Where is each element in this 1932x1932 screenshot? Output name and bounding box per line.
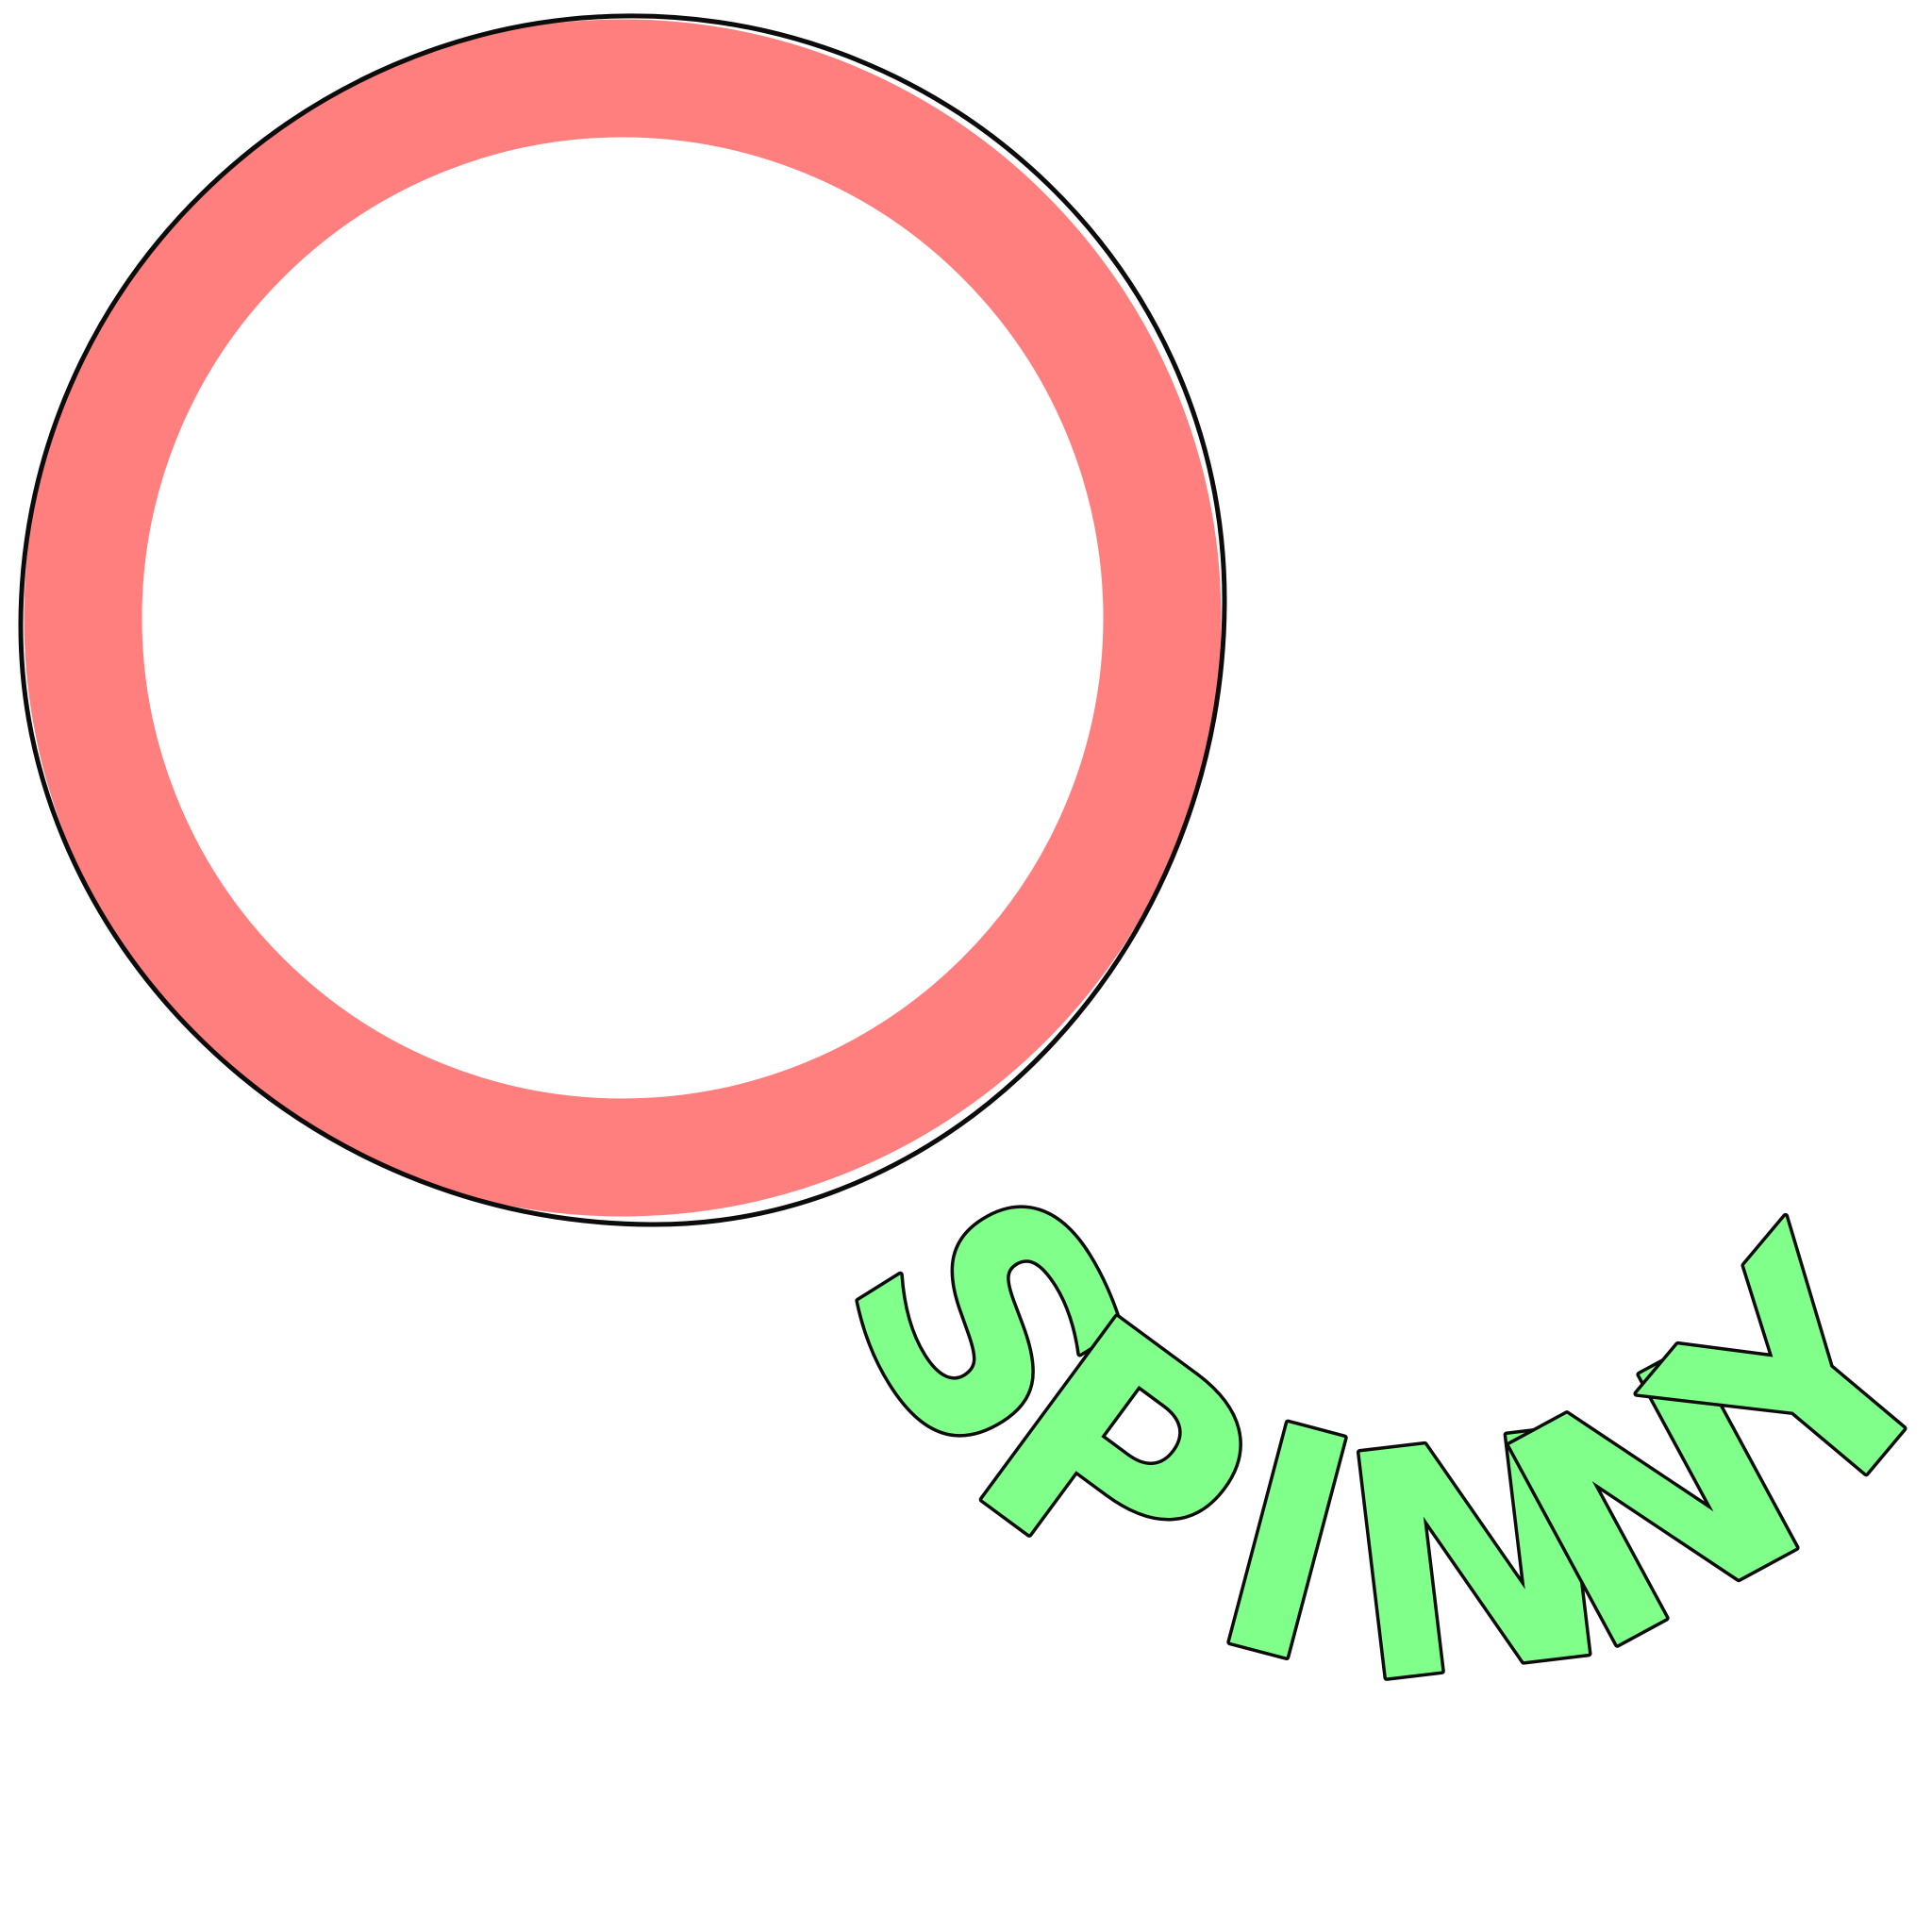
word-letter-4: N [1324,1363,1626,1754]
ring-outer-edge [18,13,1227,1227]
ring-band [24,19,1222,1217]
pink-ring [18,13,1227,1227]
